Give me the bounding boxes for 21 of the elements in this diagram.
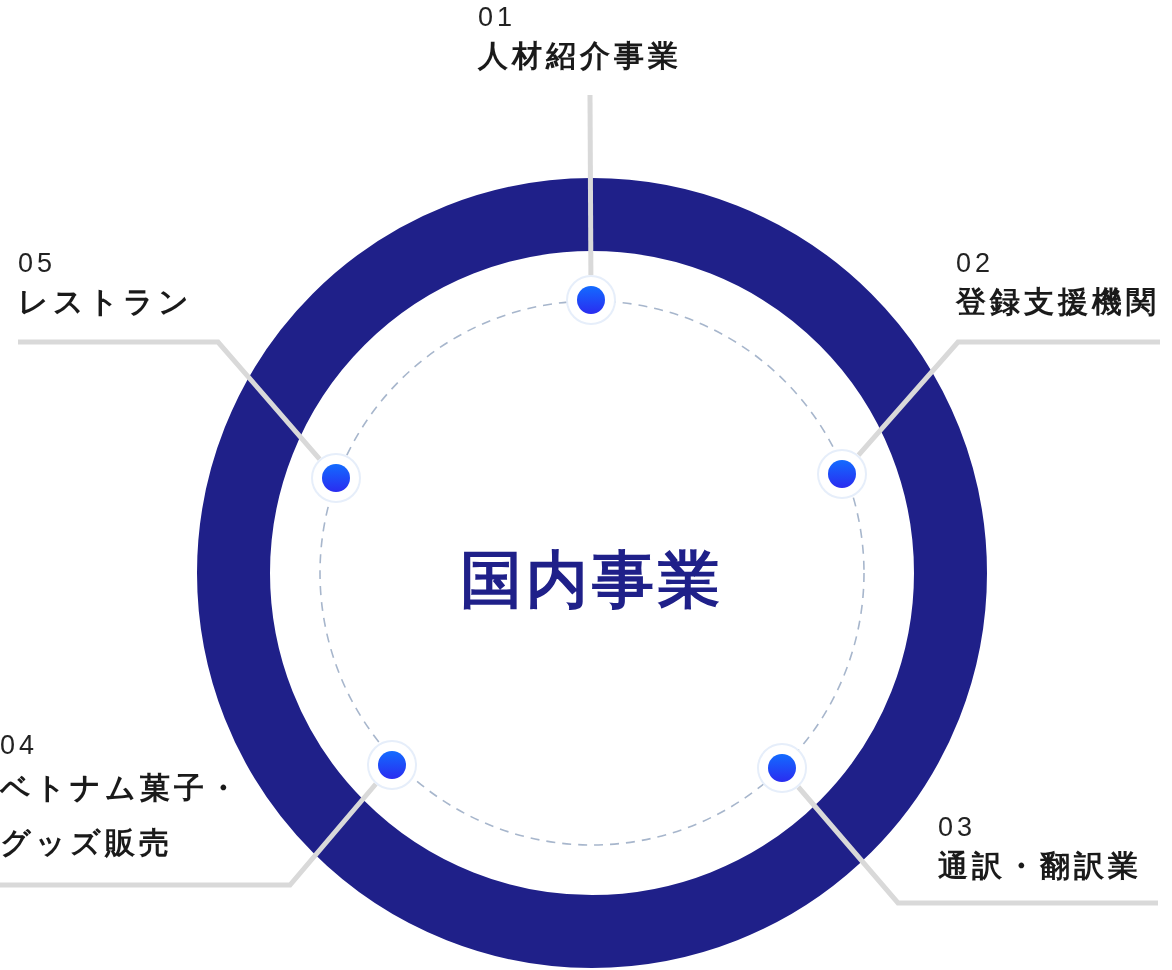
dot-marker-icon [367,740,417,790]
dot-marker-icon [566,275,616,325]
item-number: 01 [478,1,517,34]
dot-marker-icon [311,453,361,503]
item-number: 04 [0,730,39,760]
leader-line [18,339,322,461]
item-title: 人材紹介事業 [478,37,682,75]
item-title: ベトナム菓子・グッズ販売 [0,769,243,862]
item-title: レストラン [18,283,193,321]
item-title: 登録支援機関 [956,283,1160,321]
dot-marker-icon [757,743,807,793]
leader-line [856,339,1160,457]
leader-line [796,785,1158,906]
item-title: 通訳・翻訳業 [938,847,1142,885]
leader-line [0,782,378,888]
leader-line [587,95,594,275]
dot-marker-icon [817,449,867,499]
item-number: 05 [18,247,57,280]
item-number: 02 [956,247,995,280]
item-number: 03 [938,811,977,844]
center-title: 国内事業 [460,542,724,618]
